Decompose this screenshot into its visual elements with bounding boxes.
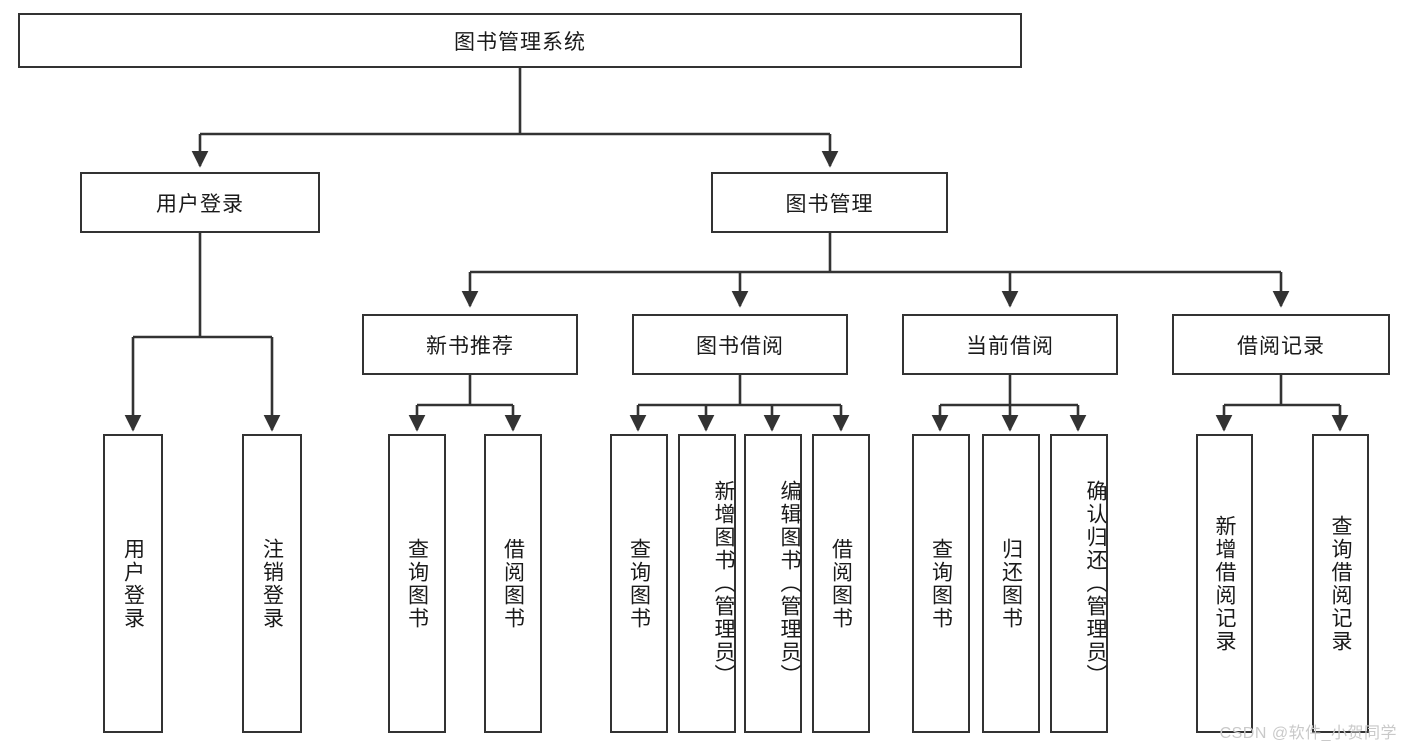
- leaf-current-confirm-return-admin[interactable]: 确认归还（管理员）: [1050, 434, 1108, 733]
- node-label: 图书管理: [785, 192, 874, 216]
- leaf-borrow-query-book[interactable]: 查询图书: [610, 434, 668, 733]
- node-label: 借阅图书: [829, 537, 853, 630]
- leaf-current-return-book[interactable]: 归还图书: [982, 434, 1040, 733]
- leaf-record-query-record[interactable]: 查询借阅记录: [1312, 434, 1369, 733]
- leaf-new-book-borrow[interactable]: 借阅图书: [484, 434, 542, 733]
- leaf-borrow-add-book-admin[interactable]: 新增图书（管理员）: [678, 434, 736, 733]
- watermark: CSDN @软件_小贺同学: [1219, 725, 1397, 742]
- node-label: 图书借阅: [696, 334, 784, 358]
- node-label: 新书推荐: [426, 334, 514, 358]
- node-label: 用户登录: [156, 192, 244, 216]
- node-label: 新增借阅记录: [1213, 514, 1236, 653]
- node-label: 归还图书: [999, 537, 1023, 630]
- leaf-current-query-book[interactable]: 查询图书: [912, 434, 970, 733]
- node-book-borrow[interactable]: 图书借阅: [632, 314, 848, 375]
- node-label: 图书管理系统: [454, 30, 586, 54]
- node-label: 当前借阅: [966, 334, 1054, 358]
- node-label: 查询图书: [405, 537, 429, 630]
- leaf-new-book-query[interactable]: 查询图书: [388, 434, 446, 733]
- node-label: 注销登录: [260, 537, 284, 630]
- leaf-borrow-edit-book-admin[interactable]: 编辑图书（管理员）: [744, 434, 802, 733]
- leaf-user-login-login[interactable]: 用户登录: [103, 434, 163, 733]
- node-label: 借阅图书: [501, 537, 525, 630]
- node-label: 编辑图书（管理员）: [778, 480, 801, 687]
- node-label: 用户登录: [121, 537, 145, 630]
- leaf-user-login-logout[interactable]: 注销登录: [242, 434, 302, 733]
- node-label: 查询图书: [929, 537, 953, 630]
- node-label: 查询借阅记录: [1329, 514, 1352, 653]
- node-user-login[interactable]: 用户登录: [80, 172, 320, 233]
- node-book-management[interactable]: 图书管理: [711, 172, 948, 233]
- node-label: 确认归还（管理员）: [1084, 480, 1107, 687]
- node-current-borrow[interactable]: 当前借阅: [902, 314, 1118, 375]
- node-borrow-record[interactable]: 借阅记录: [1172, 314, 1390, 375]
- leaf-borrow-borrow-book[interactable]: 借阅图书: [812, 434, 870, 733]
- node-new-book-recommend[interactable]: 新书推荐: [362, 314, 578, 375]
- node-label: 借阅记录: [1237, 334, 1325, 358]
- node-root-system[interactable]: 图书管理系统: [18, 13, 1022, 68]
- node-label: 新增图书（管理员）: [712, 480, 735, 687]
- leaf-record-add-record[interactable]: 新增借阅记录: [1196, 434, 1253, 733]
- node-label: 查询图书: [627, 537, 651, 630]
